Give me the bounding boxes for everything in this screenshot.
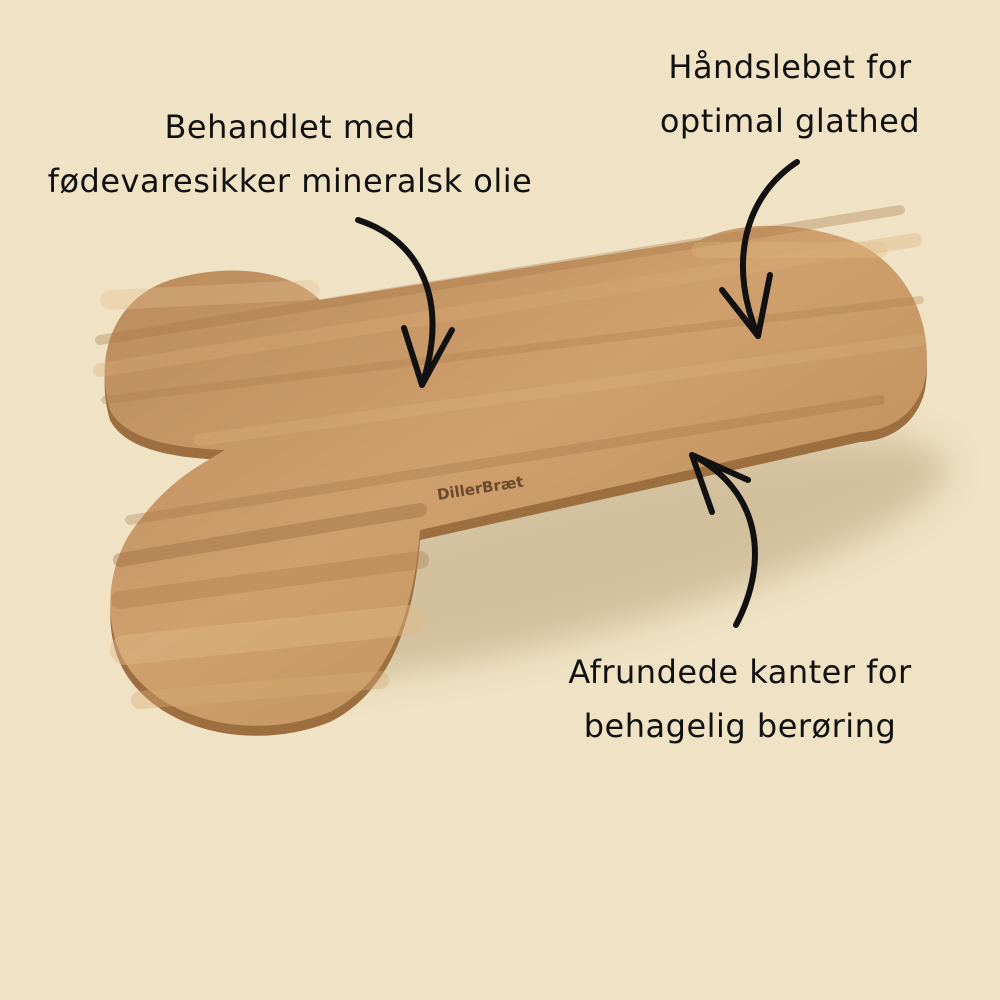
callout-line: fødevaresikker mineralsk olie	[47, 162, 533, 200]
callout-hand-sanded: Håndslebet for optimal glathed	[620, 40, 960, 148]
callout-line: Afrundede kanter for	[568, 653, 912, 691]
arrow-up-icon	[689, 452, 758, 628]
callout-line: Håndslebet for	[668, 48, 912, 86]
board-surface	[104, 225, 927, 726]
callout-line: Behandlet med	[164, 108, 416, 146]
callout-line: optimal glathed	[659, 102, 921, 140]
callout-rounded-edges: Afrundede kanter for behagelig berøring	[540, 645, 940, 753]
arrow-down-icon	[355, 217, 455, 388]
cutting-board: DillerBræt	[93, 205, 927, 736]
arrow-down-icon	[719, 159, 800, 339]
wood-grain	[93, 205, 926, 709]
callout-line: behagelig berøring	[583, 707, 897, 745]
callout-oil-treatment: Behandlet med fødevaresikker mineralsk o…	[30, 100, 550, 208]
